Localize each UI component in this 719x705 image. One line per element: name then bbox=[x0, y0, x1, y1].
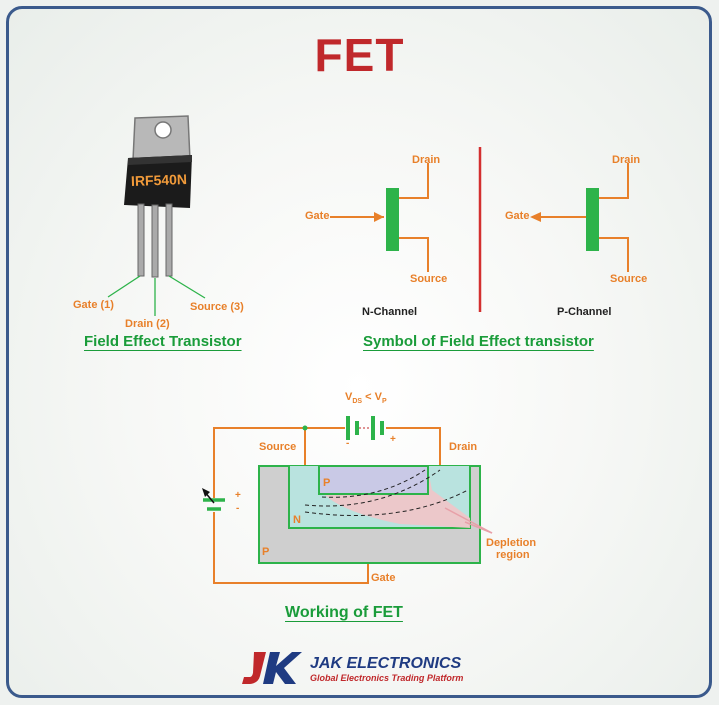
region-label: region bbox=[496, 549, 530, 561]
working-caption: Working of FET bbox=[285, 604, 403, 621]
transistor-caption: Field Effect Transistor bbox=[84, 333, 242, 350]
n-channel-label: N-Channel bbox=[362, 306, 417, 318]
transistor-marking: IRF540N bbox=[130, 171, 188, 189]
p-drain-label: Drain bbox=[612, 154, 641, 166]
p-channel-label: P-Channel bbox=[557, 306, 612, 318]
brand-name: JAK ELECTRONICS bbox=[310, 655, 462, 672]
n-source-label: Source bbox=[410, 273, 448, 285]
page-title: FET bbox=[314, 29, 405, 81]
pin-gate-label: Gate (1) bbox=[73, 299, 114, 311]
transistor-package bbox=[124, 115, 192, 278]
n-channel-symbol bbox=[330, 163, 429, 272]
pin-drain-label: Drain (2) bbox=[125, 318, 170, 330]
battery-minus-sign: - bbox=[346, 438, 350, 449]
brand-tagline: Global Electronics Trading Platform bbox=[310, 673, 464, 683]
gate-label: Gate bbox=[371, 572, 396, 584]
working-diagram bbox=[202, 416, 493, 584]
brand-logo bbox=[240, 650, 302, 686]
p-gate-label: Gate bbox=[505, 210, 530, 222]
n-gate-label: Gate bbox=[305, 210, 330, 222]
battery-plus-sign: + bbox=[390, 434, 396, 445]
symbols-caption: Symbol of Field Effect transistor bbox=[363, 333, 594, 350]
pin-source-label: Source (3) bbox=[190, 301, 244, 313]
vds-label: VDS < VP bbox=[345, 391, 387, 406]
drain-label: Drain bbox=[449, 441, 478, 453]
gate-battery-minus: - bbox=[236, 503, 240, 514]
p-source-label: Source bbox=[610, 273, 648, 285]
source-label: Source bbox=[259, 441, 297, 453]
n-region-label: N bbox=[293, 514, 301, 526]
p-top-region-label: P bbox=[323, 477, 331, 489]
n-drain-label: Drain bbox=[412, 154, 441, 166]
p-channel-symbol bbox=[530, 163, 629, 272]
jk-logo-icon bbox=[242, 652, 302, 684]
depletion-label: Depletion bbox=[486, 537, 537, 549]
p-substrate-label: P bbox=[262, 546, 270, 558]
pin-leaders bbox=[107, 275, 206, 316]
gate-battery-plus: + bbox=[235, 490, 241, 501]
